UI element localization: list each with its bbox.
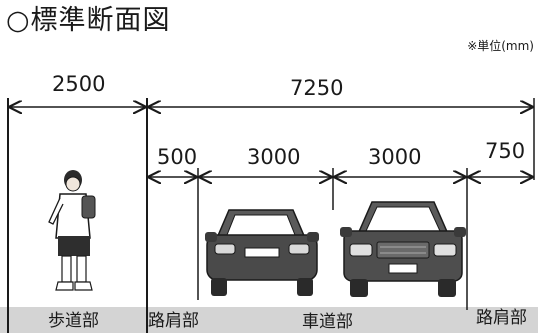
car-left-icon (205, 209, 319, 296)
car-right-icon (340, 201, 466, 297)
road-surface-strip (0, 307, 538, 333)
dim-label-right-shoulder: 750 (485, 139, 526, 163)
section-label-right-shoulder: 路肩部 (476, 308, 527, 328)
section-label-carriageway: 車道部 (302, 312, 353, 332)
unit-note: ※単位(mm) (467, 39, 534, 53)
section-label-left-shoulder: 路肩部 (148, 311, 199, 331)
dim-label-total: 7250 (290, 76, 344, 100)
dim-label-left-lane: 3000 (247, 145, 301, 169)
section-label-sidewalk: 歩道部 (48, 311, 99, 331)
dim-label-right-lane: 3000 (368, 145, 422, 169)
pedestrian-figure-icon (48, 170, 96, 291)
diagram-title: ○標準断面図 (6, 5, 171, 36)
dim-label-left-shoulder: 500 (157, 145, 198, 169)
dim-label-sidewalk: 2500 (52, 72, 106, 96)
